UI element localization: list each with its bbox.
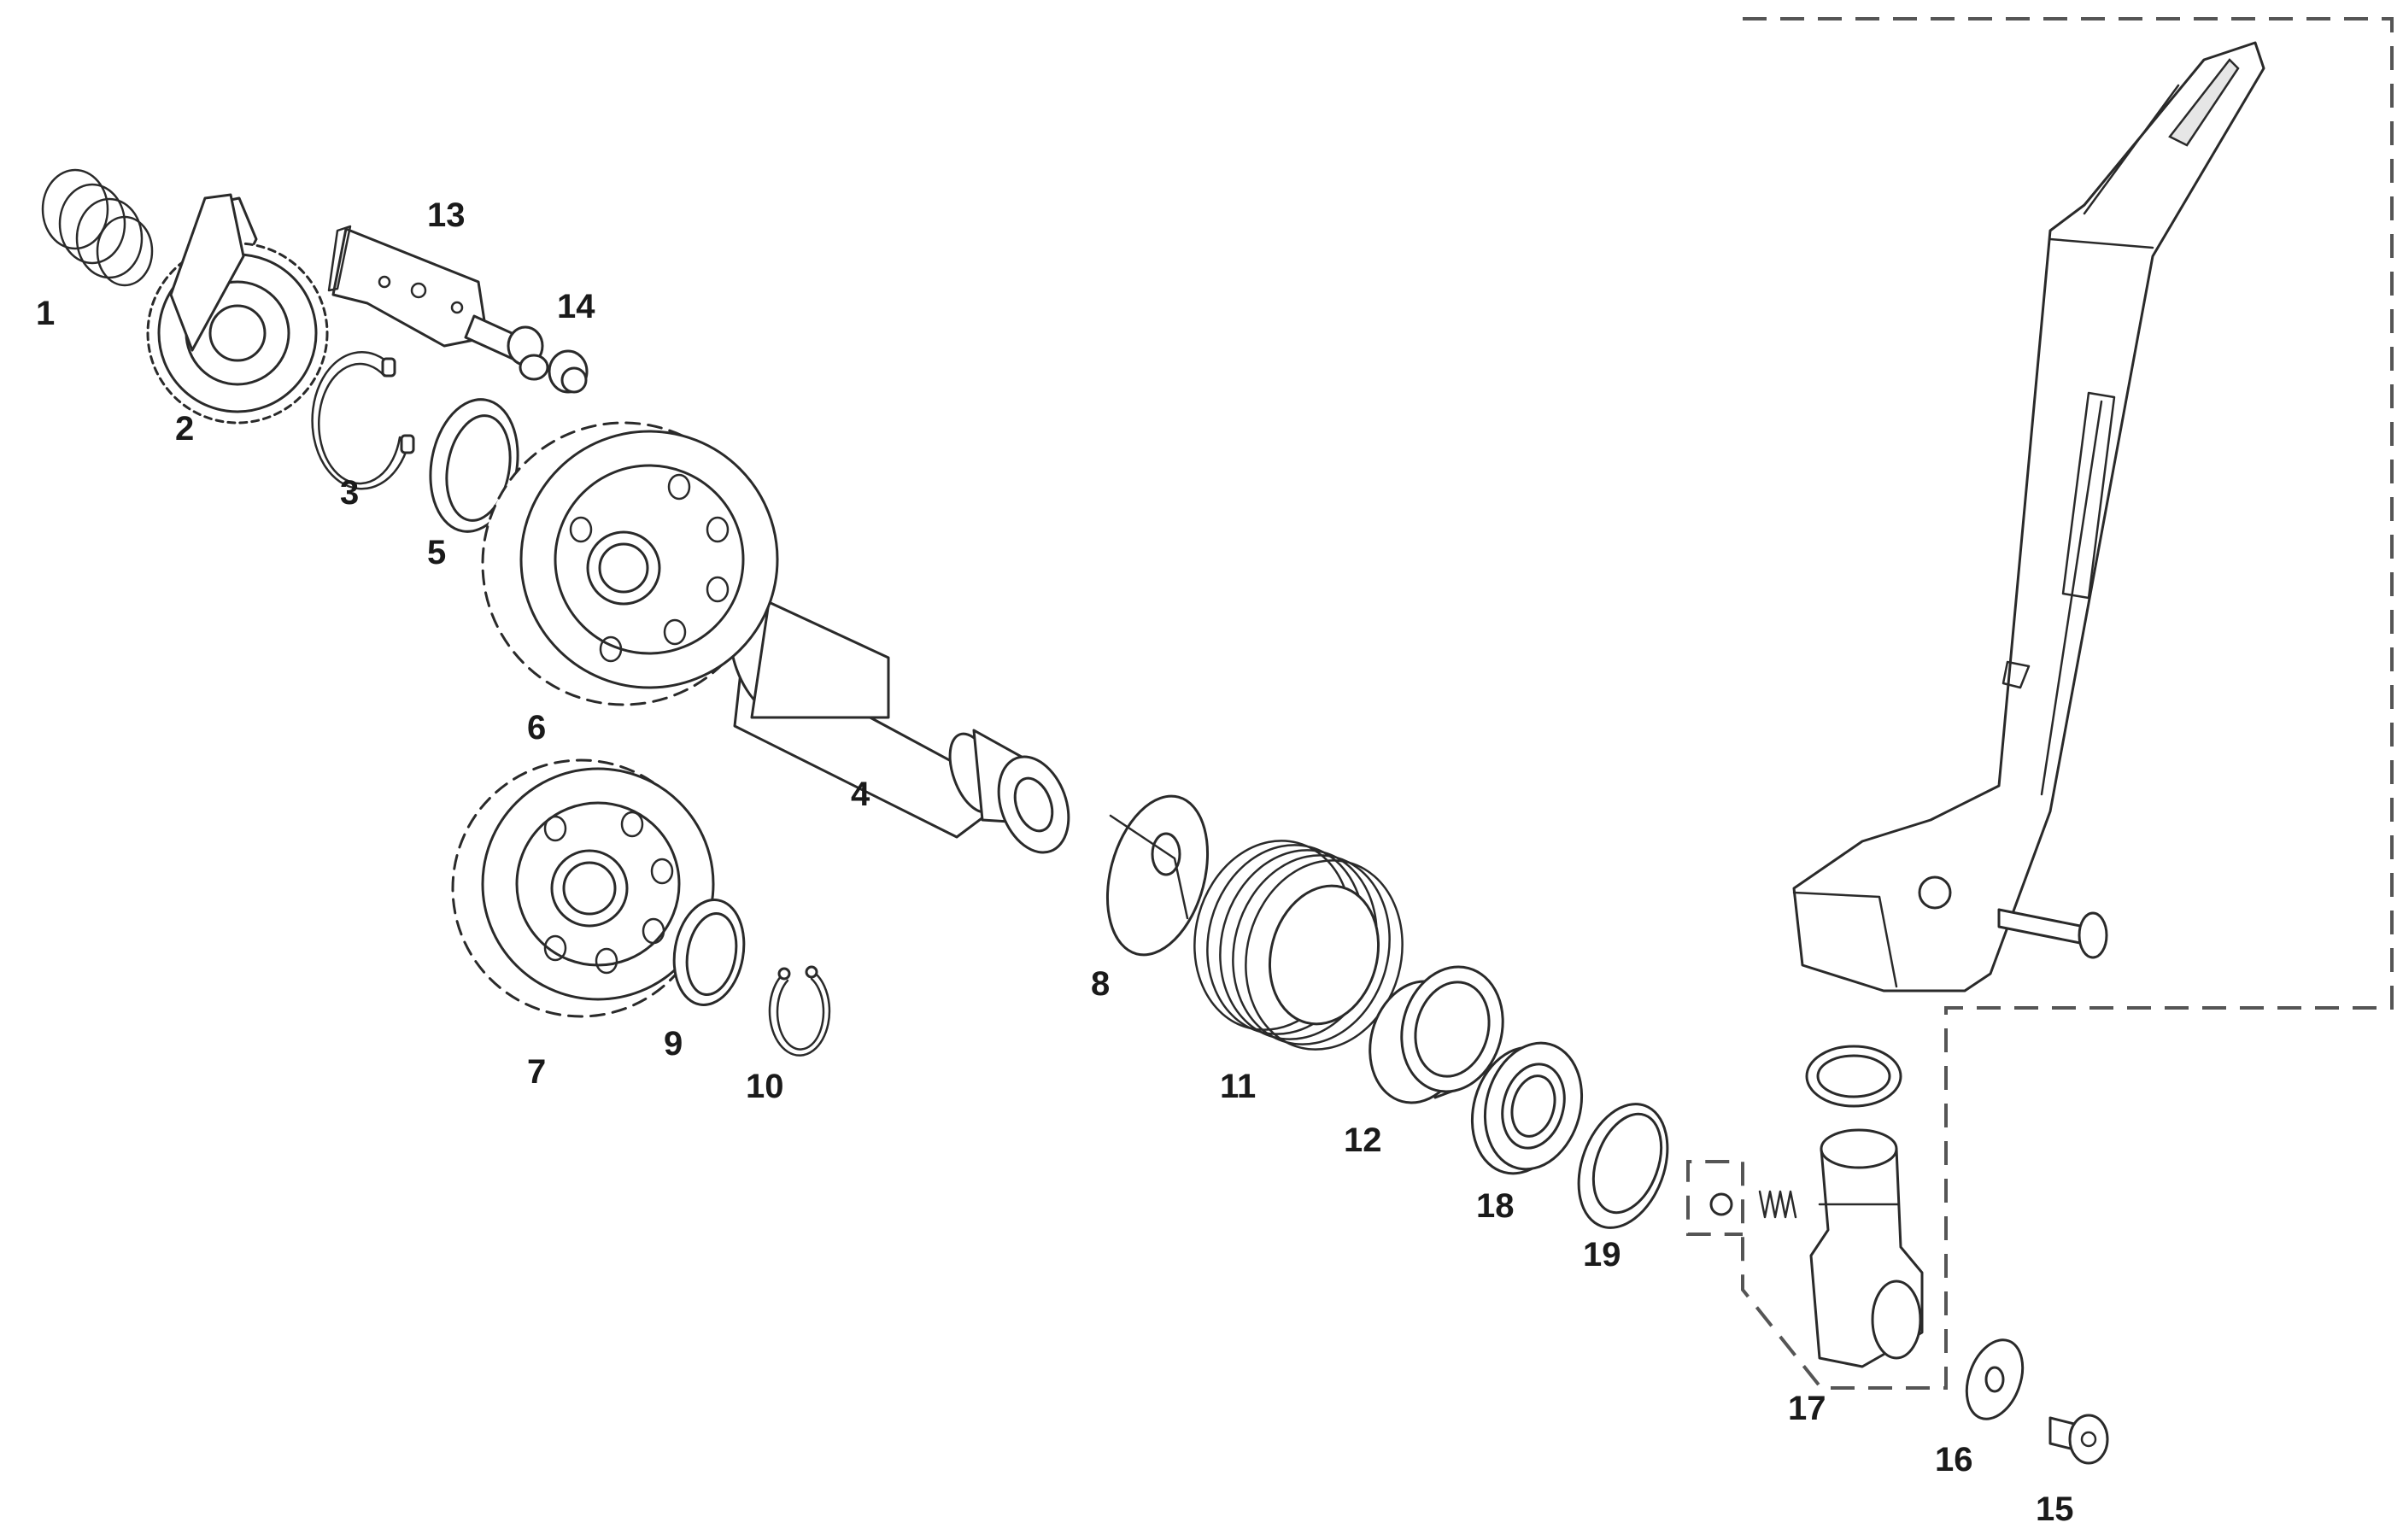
detent-spring-ball bbox=[1709, 1190, 1797, 1219]
part-label-5: 5 bbox=[427, 534, 446, 571]
part-7-intermediate-gear bbox=[451, 758, 715, 1018]
part-13-plate bbox=[327, 225, 489, 348]
part-2-ratchet-gear bbox=[146, 193, 329, 425]
part-5-washer bbox=[429, 398, 519, 533]
part-8-spring-guide bbox=[1105, 794, 1210, 957]
part-15-bolt bbox=[2048, 1414, 2109, 1465]
part-11-kickstart-spring bbox=[1193, 840, 1404, 1051]
part-labels: 1 2 3 4 5 6 7 8 9 10 11 12 13 14 15 16 1… bbox=[36, 196, 2074, 1528]
part-18-bearing bbox=[1470, 1041, 1584, 1175]
part-4-kickstart-shaft bbox=[729, 597, 1070, 854]
part-label-8: 8 bbox=[1091, 965, 1110, 1003]
part-10-circlip bbox=[768, 965, 831, 1057]
part-label-14: 14 bbox=[557, 288, 595, 325]
part-label-19: 19 bbox=[1583, 1236, 1621, 1274]
part-label-17: 17 bbox=[1788, 1390, 1826, 1427]
part-label-1: 1 bbox=[36, 295, 55, 332]
part-label-18: 18 bbox=[1476, 1187, 1515, 1225]
part-label-7: 7 bbox=[527, 1053, 546, 1091]
part-label-6: 6 bbox=[527, 709, 546, 747]
part-3-circlip bbox=[311, 351, 415, 490]
part-label-4: 4 bbox=[851, 776, 870, 813]
lever-o-ring bbox=[1805, 1045, 1902, 1108]
part-17-lever-pivot bbox=[1809, 1128, 1924, 1368]
part-9-washer bbox=[672, 899, 746, 1006]
part-12-bushing bbox=[1369, 965, 1504, 1104]
part-label-10: 10 bbox=[746, 1068, 784, 1105]
part-14-bolts bbox=[464, 314, 589, 394]
part-label-13: 13 bbox=[427, 196, 466, 234]
part-16-washer bbox=[1965, 1338, 2025, 1420]
kickstart-lever bbox=[1792, 41, 2265, 993]
part-label-15: 15 bbox=[2036, 1490, 2074, 1528]
lever-screw bbox=[1997, 908, 2108, 959]
part-label-2: 2 bbox=[175, 410, 194, 448]
part-19-seal bbox=[1577, 1103, 1669, 1229]
part-6-large-gear bbox=[481, 421, 779, 706]
part-label-11: 11 bbox=[1220, 1068, 1256, 1105]
part-label-12: 12 bbox=[1344, 1121, 1382, 1159]
part-label-16: 16 bbox=[1935, 1441, 1973, 1479]
part-label-9: 9 bbox=[664, 1025, 683, 1063]
part-1-spring bbox=[41, 168, 154, 287]
part-label-3: 3 bbox=[340, 474, 359, 512]
